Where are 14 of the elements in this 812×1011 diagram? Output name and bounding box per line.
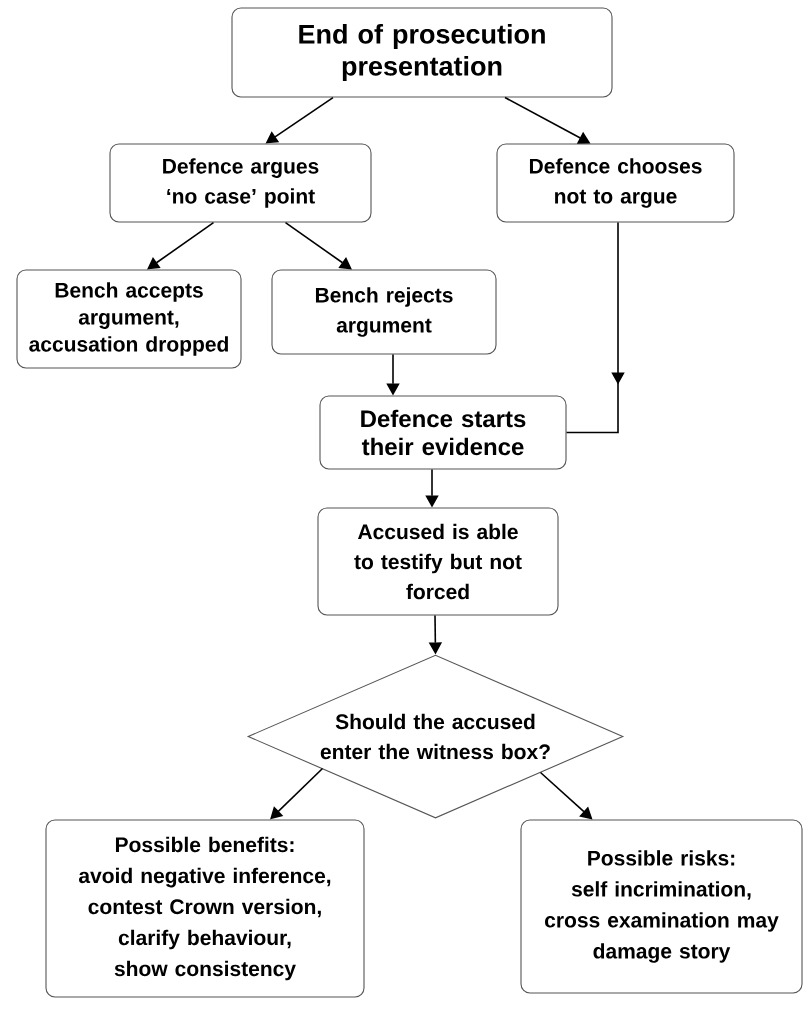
process-box: Accused is able to testify but not forced [317,507,559,616]
arrow [539,771,593,820]
process-box: Defence chooses not to argue [496,143,735,223]
process-box: End of prosecution presentation [231,7,613,98]
process-box: Possible benefits: avoid negative inference, contest Crown version, clarify behaviour, show consistency [45,819,365,998]
process-box: Bench rejects argument [271,269,497,355]
arrow [270,767,324,820]
process-box: Defence starts their evidence [319,395,567,470]
arrow [284,221,352,270]
arrow [565,221,625,434]
process-box: Bench accepts argument, accusation dropped [16,269,242,369]
arrow [147,221,215,270]
process-box: Possible risks: self incrimination, cross examination may damage story [520,819,803,994]
process-box: Defence argues ‘no case’ point [109,143,372,223]
